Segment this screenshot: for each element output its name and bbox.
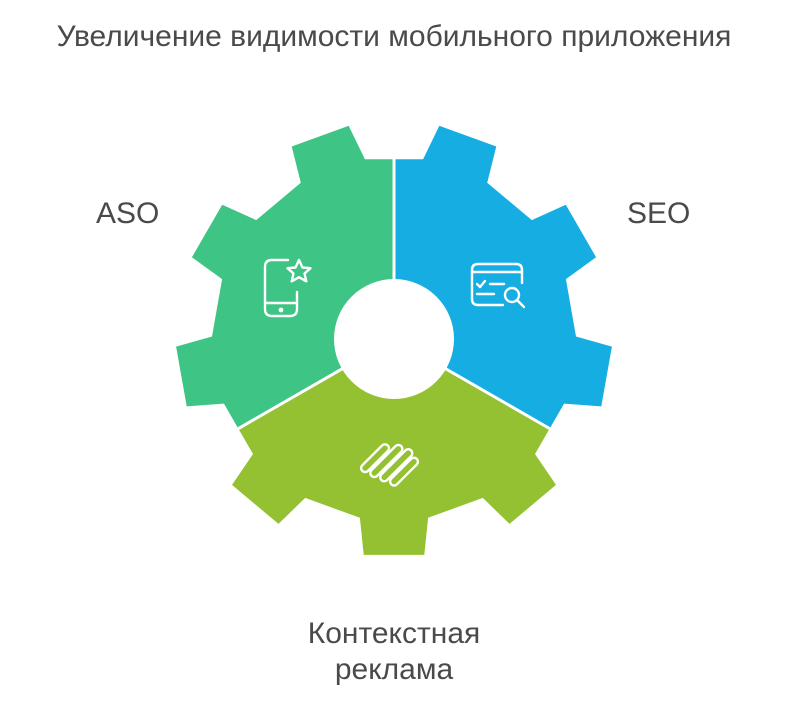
paperclips-icon bbox=[359, 443, 420, 487]
context-ads-label-line2: реклама bbox=[334, 653, 454, 686]
context-ads-label: Контекстная реклама bbox=[0, 616, 788, 688]
seo-label: SEO bbox=[627, 197, 691, 230]
web-search-icon bbox=[470, 262, 526, 309]
diagram-title: Увеличение видимости мобильного приложен… bbox=[56, 20, 732, 53]
aso-label: ASO bbox=[96, 197, 160, 230]
context-ads-label-line1: Контекстная bbox=[307, 617, 481, 650]
gear-center-hole bbox=[334, 279, 454, 399]
mobile-star-icon bbox=[263, 258, 312, 318]
